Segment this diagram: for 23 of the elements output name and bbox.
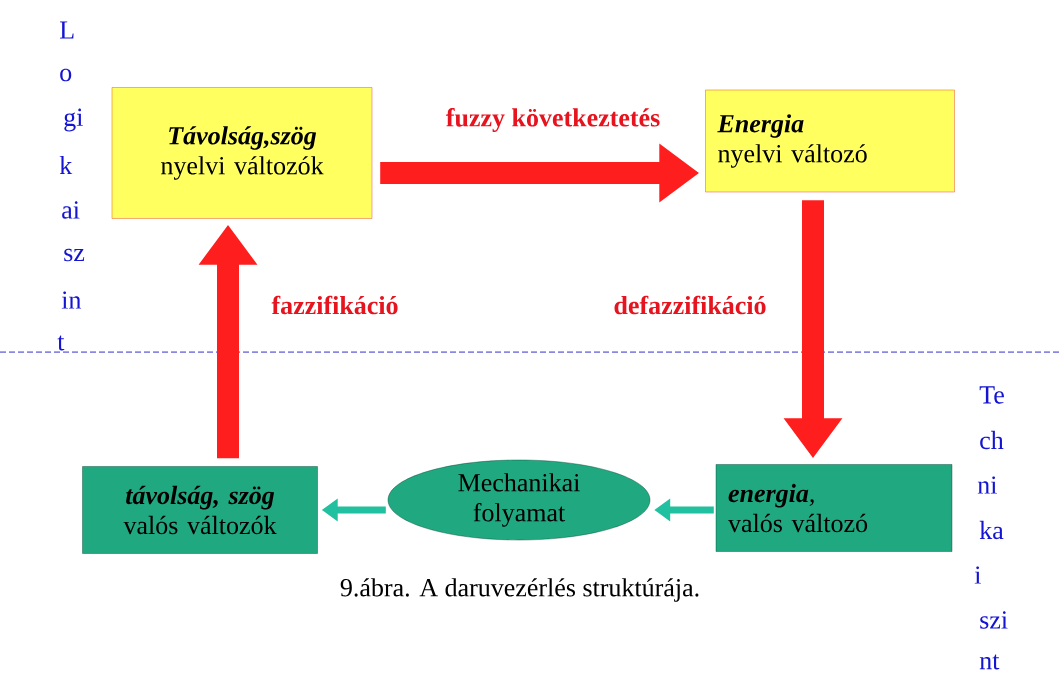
caption: 9.ábra. A daruvezérlés struktúrája. <box>340 578 699 602</box>
edge-label: fuzzy következtetés <box>443 106 663 134</box>
level-label: gi <box>64 108 83 132</box>
edge-label: fazzifikáció <box>269 293 401 317</box>
process-box: távolság, szög valós változók <box>82 466 318 554</box>
level-label: ai <box>62 201 80 219</box>
level-label: k <box>59 156 73 174</box>
label-box: Távolság,szög nyelvi változók <box>111 87 373 219</box>
level-label: ka <box>979 520 1004 540</box>
level-label: o <box>60 68 72 82</box>
level-label: L <box>59 21 74 39</box>
label-box: Energia nyelvi változó <box>705 89 955 193</box>
level-label: ni <box>977 476 997 494</box>
level-label: nt <box>979 654 1000 670</box>
level-label: ch <box>980 430 1004 450</box>
level-label: sz <box>64 248 85 262</box>
process-box: energia, valós változó <box>715 464 953 552</box>
level-label: szi <box>980 611 1008 629</box>
level-label: in <box>61 291 82 309</box>
level-label: i <box>974 566 981 584</box>
edge-label: defazzifikáció <box>611 293 769 317</box>
level-label: Te <box>979 386 1004 404</box>
level-label: t <box>57 335 65 351</box>
